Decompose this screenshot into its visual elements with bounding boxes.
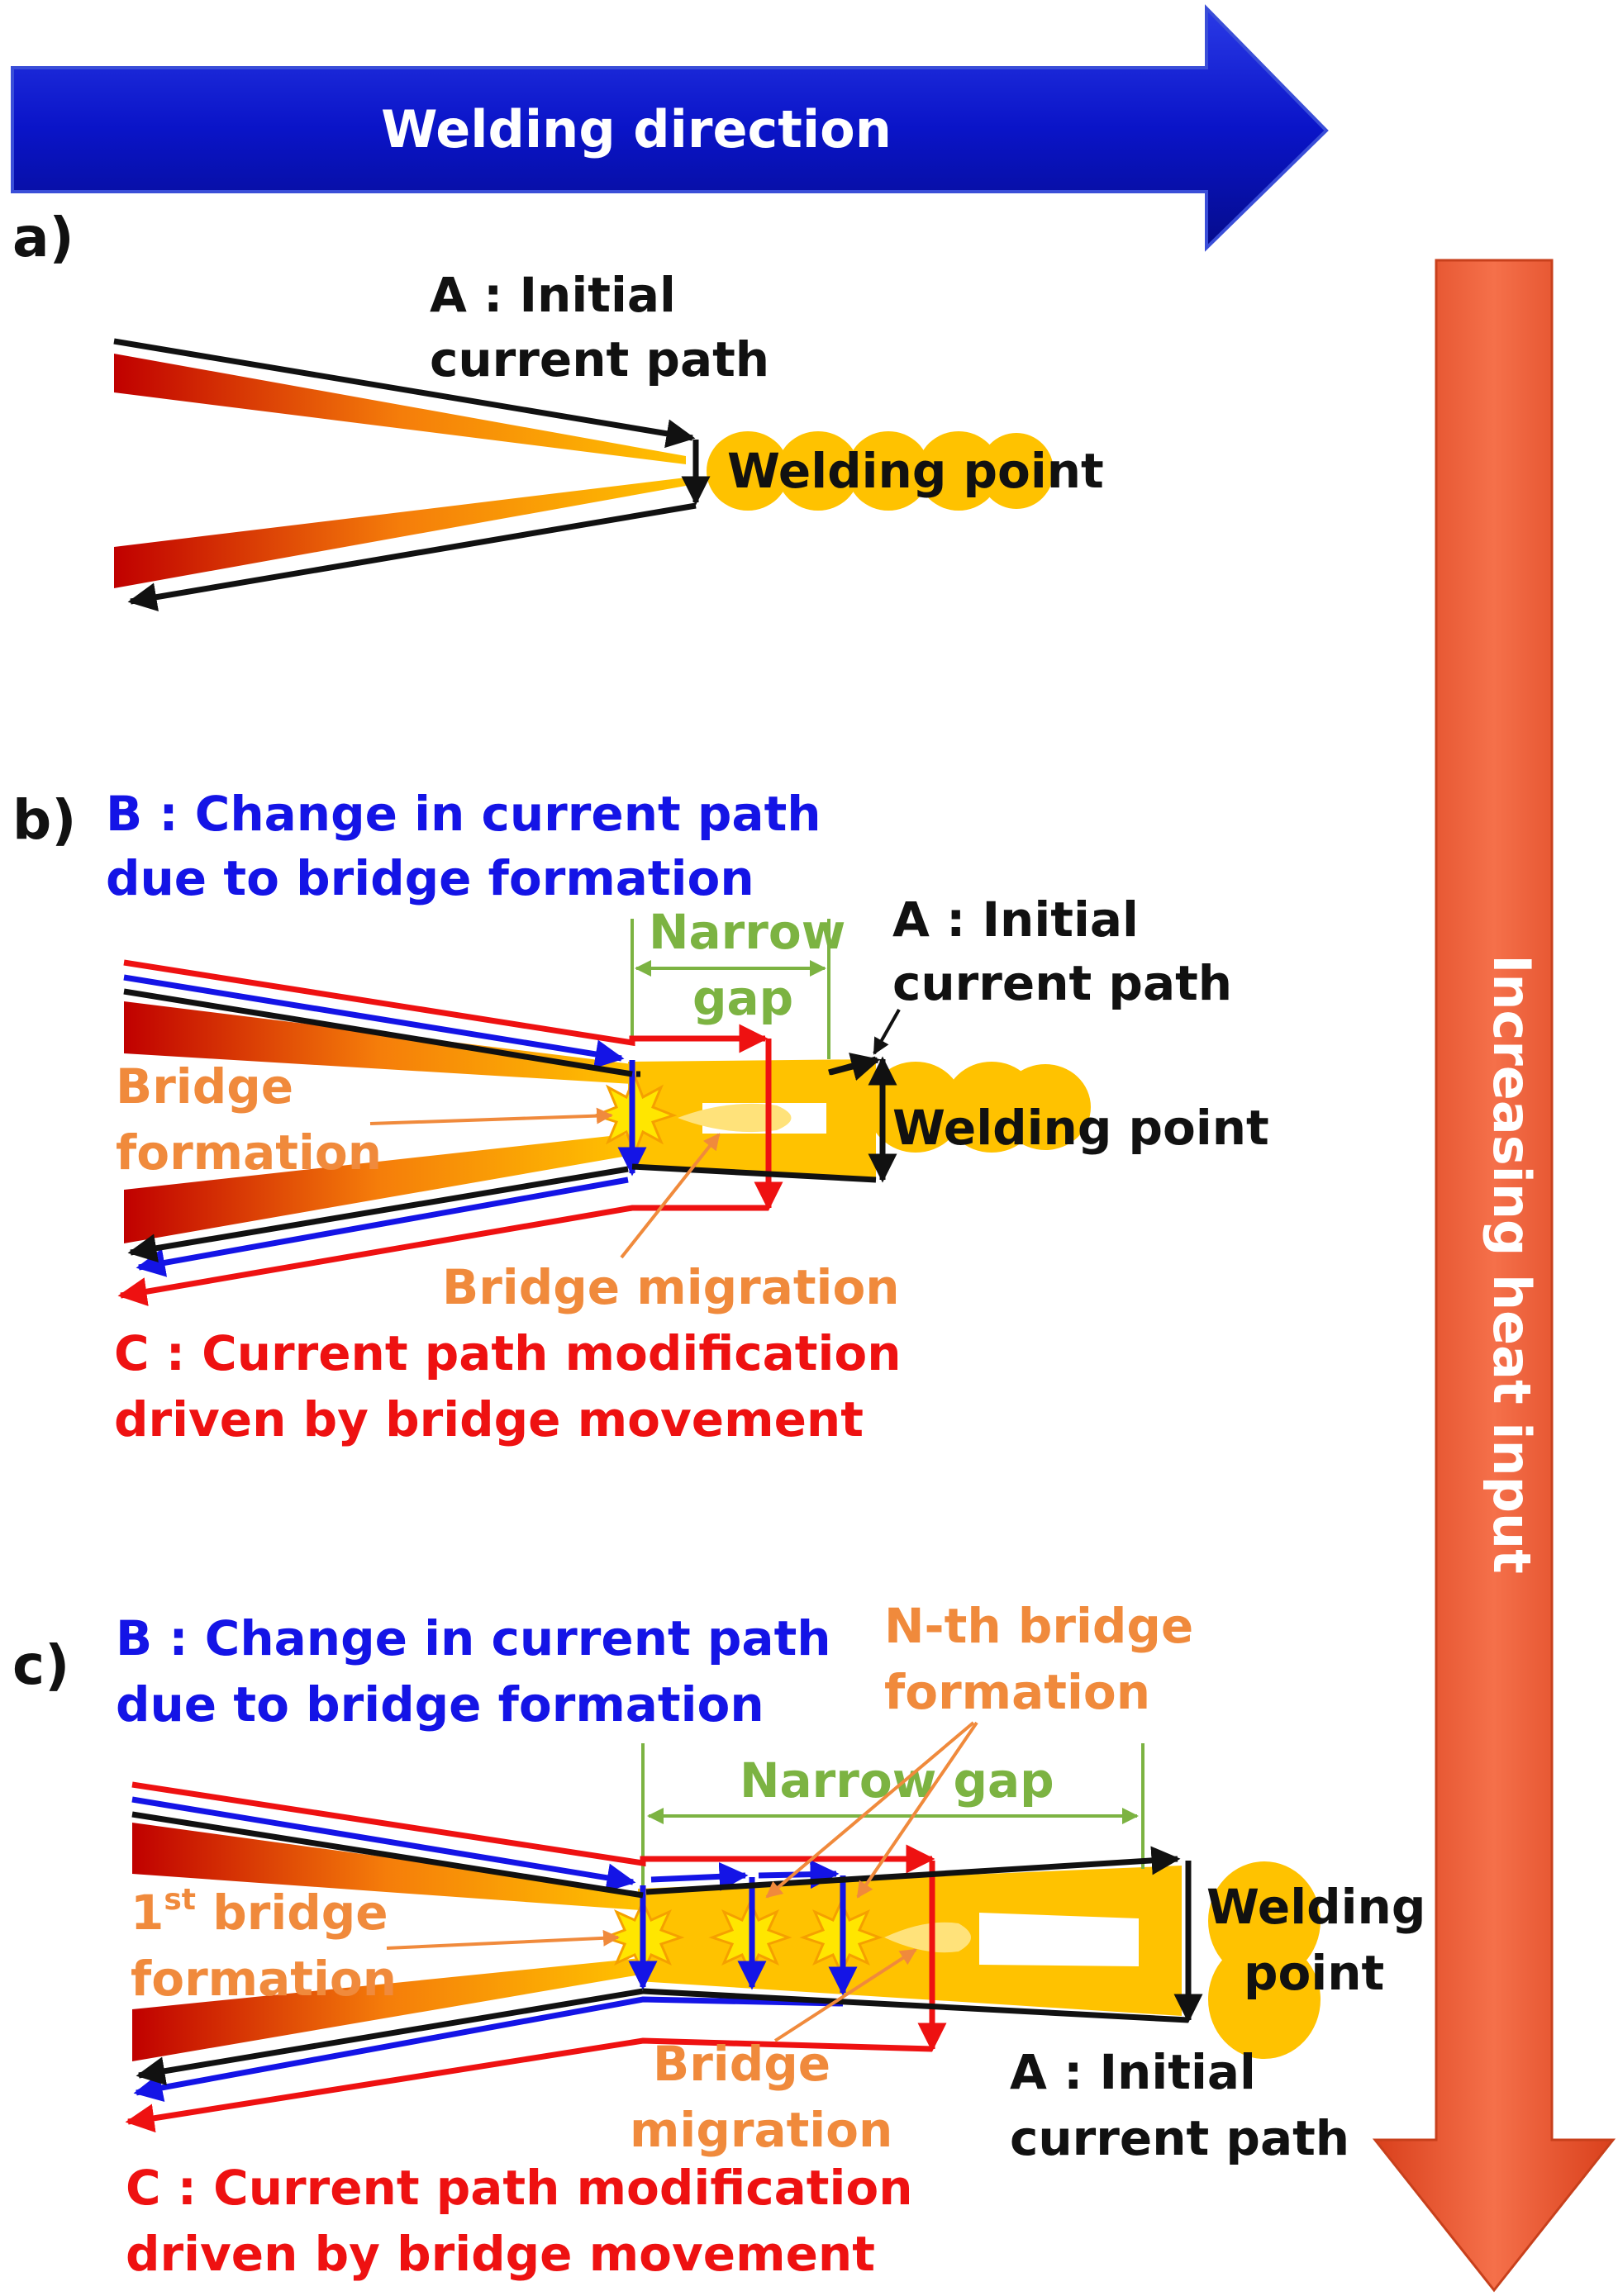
path-c-label: C : Current path modification driven by …: [114, 1325, 918, 1447]
panel-c-tag: c): [12, 1633, 69, 1697]
current-path-a: [123, 988, 897, 1263]
current-path-b: [123, 974, 647, 1277]
panel-b: b) B : Change in current path due to bri…: [12, 786, 1269, 1447]
bridge-migration-pointer: [773, 1948, 917, 2042]
welding-point-label: Welding point: [1206, 1879, 1443, 2001]
bridge-migration-pointer: [620, 1133, 721, 1259]
upper-sheet: [124, 1001, 632, 1084]
path-a-label: A : Initial current path: [892, 891, 1232, 1011]
panel-a: a) A : Initial current path Welding poin…: [12, 206, 1104, 611]
panel-c: c) B : Change in current path due to bri…: [12, 1598, 1443, 2282]
lower-sheet: [132, 1958, 640, 2061]
weld-nugget: [1208, 1861, 1321, 2059]
upper-sheet: [114, 354, 686, 464]
panel-b-tag: b): [12, 788, 76, 852]
nth-bridge-pointer: [856, 1721, 978, 1899]
current-path-c: [117, 959, 783, 1306]
current-path-a: [131, 1811, 1203, 2086]
heat-input-label: Increasing heat input: [1482, 954, 1542, 1573]
current-path-b: [131, 1796, 858, 2102]
bridge-formation-pointer: [369, 1107, 613, 1125]
current-path-a: [113, 338, 711, 611]
first-bridge-pointer: [386, 1929, 620, 1950]
path-a-label: A : Initial current path: [1010, 2044, 1349, 2166]
narrow-gap-region: [628, 1059, 876, 1180]
bridge-migration-label: Bridge migration: [442, 1259, 900, 1315]
welding-point-label: Welding point: [727, 443, 1104, 499]
bridge-migration-label: Bridge migration: [630, 2036, 892, 2158]
nth-bridge-pointer: [765, 1721, 975, 1899]
path-a-label: A : Initial current path: [430, 267, 769, 387]
bridge-formation-label: Bridge formation: [116, 1058, 382, 1181]
welding-direction-label: Welding direction: [381, 99, 892, 159]
path-a-pointer: [873, 1009, 901, 1055]
lower-sheet: [114, 478, 686, 588]
path-b-label: B : Change in current path due to bridge…: [116, 1610, 848, 1733]
bridge-droplet: [884, 1922, 971, 1953]
first-bridge-label: 1st bridge formation: [131, 1883, 405, 2007]
upper-sheet: [132, 1823, 640, 1910]
panel-a-tag: a): [12, 206, 74, 269]
nth-bridge-label: N-th bridge formation: [884, 1598, 1210, 1720]
welding-point-label: Welding point: [892, 1100, 1269, 1156]
path-c-label: C : Current path modification driven by …: [126, 2160, 930, 2282]
current-path-c: [125, 1781, 947, 2133]
bridge-droplet: [678, 1103, 792, 1133]
lower-sheet: [124, 1134, 632, 1243]
narrow-gap-marker: [631, 919, 830, 1059]
narrow-gap-label: Narrow gap: [649, 904, 863, 1026]
path-b-label: B : Change in current path due to bridge…: [106, 786, 838, 906]
narrow-gap-label: Narrow gap: [740, 1752, 1054, 1809]
weld-nugget: [707, 431, 1054, 511]
heat-input-arrow: Increasing heat input: [1372, 259, 1616, 2293]
welding-direction-arrow: Welding direction: [11, 4, 1329, 252]
